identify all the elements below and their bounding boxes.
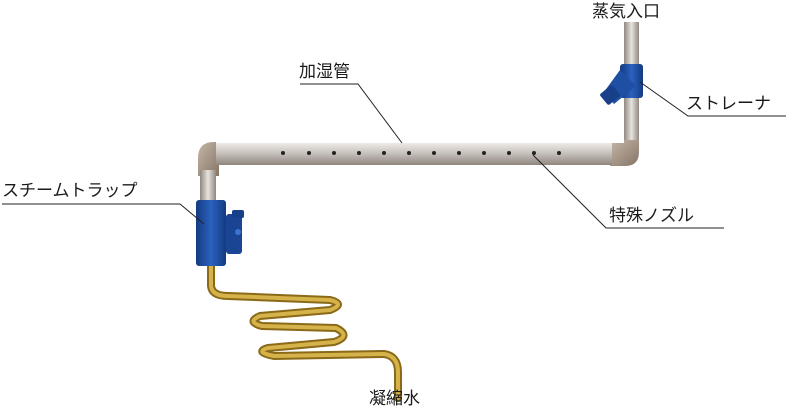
condensate-coil bbox=[207, 256, 402, 402]
left-vertical-pipe bbox=[200, 170, 216, 202]
right-elbow bbox=[610, 140, 639, 166]
label-steam-trap: スチームトラップ bbox=[2, 181, 138, 201]
inlet-pipe-upper bbox=[624, 22, 639, 66]
label-strainer: ストレーナ bbox=[686, 94, 771, 114]
leader-strainer bbox=[639, 81, 786, 117]
left-elbow bbox=[198, 142, 219, 176]
inlet-pipe-lower bbox=[624, 96, 639, 146]
label-humidifier-pipe: 加湿管 bbox=[299, 62, 350, 82]
leader-special-nozzle bbox=[532, 154, 724, 229]
label-special-nozzle: 特殊ノズル bbox=[609, 206, 694, 226]
leader-steam-trap bbox=[2, 203, 205, 225]
label-condensate: 凝縮水 bbox=[369, 389, 420, 409]
label-steam-inlet: 蒸気入口 bbox=[592, 2, 660, 22]
strainer-body bbox=[600, 64, 643, 105]
leader-humidifier-pipe bbox=[300, 83, 403, 144]
nozzle-holes bbox=[281, 151, 561, 155]
leader-lines bbox=[2, 81, 786, 229]
humidifier-pipe bbox=[214, 143, 612, 165]
steam-trap-body bbox=[196, 200, 244, 266]
